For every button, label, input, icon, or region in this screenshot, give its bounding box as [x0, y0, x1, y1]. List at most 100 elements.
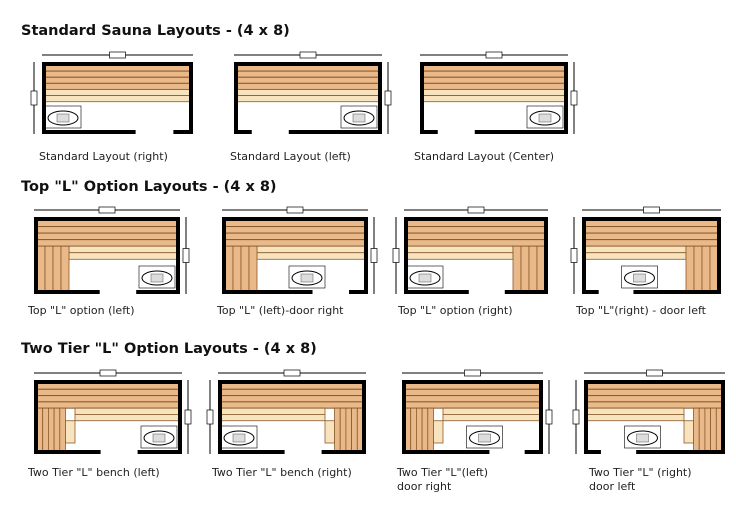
- l-bench-plank: [520, 245, 530, 292]
- wall-top: [34, 380, 182, 384]
- sauna-layout-diagram: [234, 51, 392, 134]
- l-bench-plank: [512, 245, 522, 292]
- caption-line: Two Tier "L" bench (left): [28, 466, 160, 479]
- wall-bottom: [402, 450, 490, 454]
- caption-line: Two Tier "L" (right): [589, 466, 692, 479]
- wall-left: [584, 380, 588, 454]
- depth-dimension-label: [206, 409, 214, 425]
- l-bench-plank: [410, 407, 417, 452]
- l-lower-tier: [324, 420, 335, 444]
- wall-left: [34, 380, 38, 454]
- top-bench-plank: [44, 82, 191, 90]
- wall-top: [218, 380, 366, 384]
- bottom-bench-plank: [220, 407, 326, 415]
- l-bench-plank: [528, 245, 538, 292]
- caption-line: Top "L" option (left): [28, 304, 135, 317]
- layout-caption: Two Tier "L"(left)door right: [397, 466, 488, 494]
- l-bench-plank: [44, 245, 54, 292]
- caption-line: Top "L" (left)-door right: [217, 304, 344, 317]
- bottom-bench-plank: [422, 89, 566, 96]
- wall-right: [176, 217, 180, 294]
- wall-right: [539, 380, 543, 454]
- caption-line: Standard Layout (left): [230, 150, 351, 163]
- wall-bottom: [288, 130, 382, 134]
- l-lower-tier: [433, 420, 444, 444]
- wall-bottom: [137, 450, 182, 454]
- l-bench-plank: [536, 245, 546, 292]
- heater-stones: [538, 113, 552, 123]
- caption-line: Two Tier "L"(left): [397, 466, 488, 479]
- wall-bottom: [636, 450, 725, 454]
- wall-right: [364, 217, 368, 294]
- wall-bottom: [321, 450, 366, 454]
- l-lower-tier: [683, 420, 694, 444]
- l-bench-plank: [698, 407, 706, 452]
- width-dimension-label: [467, 206, 485, 214]
- wall-left: [42, 62, 46, 134]
- layout-caption: Standard Layout (left): [230, 150, 351, 164]
- l-bench-plank: [710, 407, 717, 452]
- layout-caption: Top "L" option (left): [28, 304, 134, 318]
- bottom-bench-plank: [586, 414, 685, 422]
- top-bench-plank: [220, 395, 364, 403]
- bottom-bench-plank: [406, 245, 514, 254]
- top-bench-plank: [584, 232, 719, 241]
- depth-dimension-label: [570, 90, 578, 106]
- wall-top: [404, 217, 548, 221]
- bottom-bench-plank: [74, 414, 180, 422]
- top-bench-plank: [404, 401, 541, 409]
- depth-dimension-label: [184, 409, 192, 425]
- width-dimension-label: [646, 369, 663, 377]
- width-dimension-label: [99, 369, 117, 377]
- heater-clearance: [340, 105, 378, 129]
- depth-dimension-label: [182, 248, 190, 263]
- wall-bottom: [42, 130, 136, 134]
- top-bench-plank: [406, 226, 546, 234]
- layout-caption: Standard Layout (Center): [414, 150, 554, 164]
- bottom-bench-plank: [442, 414, 541, 422]
- wall-left: [218, 380, 222, 454]
- bottom-bench-plank: [68, 252, 178, 260]
- heater-stones: [150, 273, 164, 283]
- l-bench-plank: [345, 407, 352, 452]
- wall-bottom: [404, 290, 469, 294]
- top-bench-plank: [224, 239, 366, 247]
- wall-bottom: [173, 130, 193, 134]
- width-dimension-label: [299, 51, 317, 59]
- l-bench-plank: [415, 407, 423, 452]
- depth-dimension-label: [30, 90, 38, 106]
- wall-top: [582, 217, 721, 221]
- wall-bottom: [633, 290, 721, 294]
- caption-line: Two Tier "L" bench (right): [212, 466, 352, 479]
- wall-bottom: [582, 290, 599, 294]
- sauna-layout-diagram: [34, 369, 192, 454]
- l-bench-plank: [339, 407, 347, 452]
- sauna-layout-diagram: [392, 206, 548, 294]
- wall-left: [222, 217, 226, 294]
- layout-caption: Top "L"(right) - door left: [576, 304, 706, 318]
- layout-caption: Two Tier "L" (right)door left: [589, 466, 692, 494]
- l-bench-plank: [421, 407, 429, 452]
- heater-clearance: [138, 265, 176, 289]
- width-dimension-label: [98, 206, 116, 214]
- heater-clearance: [140, 425, 178, 449]
- wall-top: [420, 62, 568, 66]
- top-bench-plank: [236, 82, 380, 90]
- bottom-bench-plank: [256, 245, 366, 254]
- wall-top: [34, 217, 180, 221]
- wall-top: [402, 380, 543, 384]
- heater-stones: [633, 273, 646, 283]
- l-bench-plank: [52, 245, 62, 292]
- wall-left: [34, 217, 38, 294]
- bottom-bench-plank: [44, 95, 191, 103]
- caption-line: Top "L"(right) - door left: [576, 304, 706, 317]
- top-bench-plank: [586, 388, 723, 397]
- l-bench-plank: [351, 407, 358, 452]
- bottom-bench-plank: [44, 89, 191, 96]
- top-bench-plank: [236, 76, 380, 84]
- bottom-bench-plank: [256, 252, 366, 260]
- wall-bottom: [474, 130, 568, 134]
- l-bench-plank: [685, 245, 695, 292]
- top-bench-plank: [36, 232, 178, 241]
